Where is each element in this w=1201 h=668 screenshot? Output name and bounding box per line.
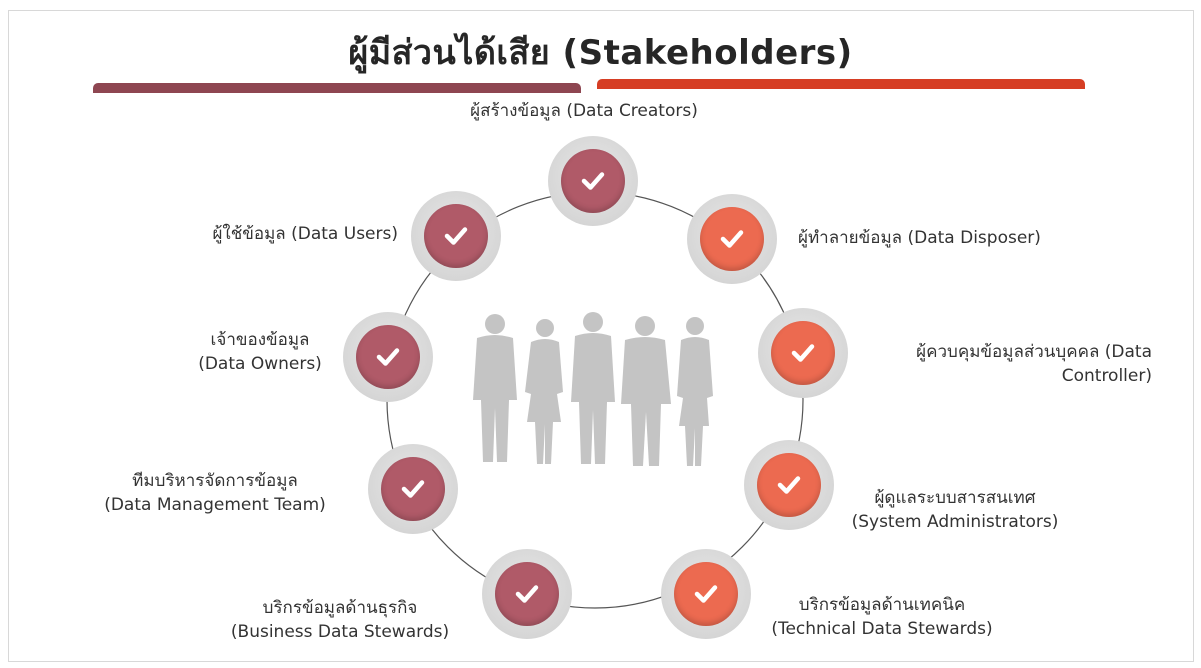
- stakeholder-label-line: ผู้ใช้ข้อมูล (Data Users): [212, 224, 398, 244]
- node-badge: [700, 207, 764, 271]
- check-icon: [777, 476, 801, 494]
- stakeholder-label-line: เจ้าของข้อมูล: [210, 330, 310, 350]
- stakeholder-node: [744, 440, 834, 530]
- node-badge: [381, 457, 445, 521]
- stakeholder-label: ทีมบริหารจัดการข้อมูล (Data Management Te…: [104, 469, 326, 517]
- page-title: ผู้มีส่วนได้เสีย (Stakeholders): [348, 33, 853, 73]
- stakeholder-label: บริกรข้อมูลด้านเทคนิค (Technical Data Ste…: [771, 593, 992, 641]
- stakeholder-label-line: (Data Management Team): [104, 495, 326, 515]
- stakeholder-node: [687, 194, 777, 284]
- check-icon: [694, 585, 718, 603]
- check-icon: [791, 344, 815, 362]
- check-icon: [581, 172, 605, 190]
- node-badge: [356, 325, 420, 389]
- stakeholder-label-line: ผู้ควบคุมข้อมูลส่วนบุคคล (Data: [916, 342, 1152, 362]
- stakeholder-label-line: ผู้สร้างข้อมูล (Data Creators): [470, 101, 698, 121]
- stakeholder-label-line: (Business Data Stewards): [230, 622, 450, 642]
- stakeholder-label-line: ทีมบริหารจัดการข้อมูล: [132, 471, 298, 491]
- node-badge: [495, 562, 559, 626]
- check-icon: [720, 230, 744, 248]
- stakeholder-label: เจ้าของข้อมูล (Data Owners): [198, 328, 322, 376]
- title-underline-left: [93, 83, 581, 93]
- node-badge: [771, 321, 835, 385]
- stakeholder-node: [758, 308, 848, 398]
- check-icon: [376, 348, 400, 366]
- stakeholder-label: บริกรข้อมูลด้านธุรกิจ (Business Data Stew…: [231, 596, 449, 644]
- stakeholder-label-line: Controller): [1061, 366, 1152, 386]
- stakeholder-node: [482, 549, 572, 639]
- stakeholder-label: ผู้ใช้ข้อมูล (Data Users): [212, 222, 398, 246]
- people-silhouettes-icon: [473, 312, 713, 466]
- stakeholder-label: ผู้ดูแลระบบสารสนเทศ (System Administrator…: [852, 486, 1059, 534]
- stakeholder-label: ผู้ทำลายข้อมูล (Data Disposer): [798, 226, 1041, 250]
- stakeholder-label-line: ผู้ดูแลระบบสารสนเทศ: [874, 488, 1036, 508]
- stakeholder-label: ผู้สร้างข้อมูล (Data Creators): [470, 99, 698, 123]
- stakeholder-label-line: (System Administrators): [851, 512, 1059, 532]
- stakeholder-node: [661, 549, 751, 639]
- stakeholder-node: [411, 191, 501, 281]
- stakeholder-label-line: (Data Owners): [198, 354, 322, 374]
- stakeholder-node: [343, 312, 433, 402]
- node-badge: [561, 149, 625, 213]
- title-underline-right: [597, 79, 1085, 89]
- stakeholder-node: [548, 136, 638, 226]
- check-icon: [515, 585, 539, 603]
- stakeholder-node: [368, 444, 458, 534]
- node-badge: [757, 453, 821, 517]
- stakeholder-label-line: (Technical Data Stewards): [771, 619, 993, 639]
- node-badge: [674, 562, 738, 626]
- check-icon: [401, 480, 425, 498]
- stakeholder-label-line: บริกรข้อมูลด้านธุรกิจ: [262, 598, 418, 618]
- check-icon: [444, 227, 468, 245]
- stakeholder-label-line: บริกรข้อมูลด้านเทคนิค: [798, 595, 966, 615]
- node-badge: [424, 204, 488, 268]
- stakeholder-label-line: ผู้ทำลายข้อมูล (Data Disposer): [798, 228, 1041, 248]
